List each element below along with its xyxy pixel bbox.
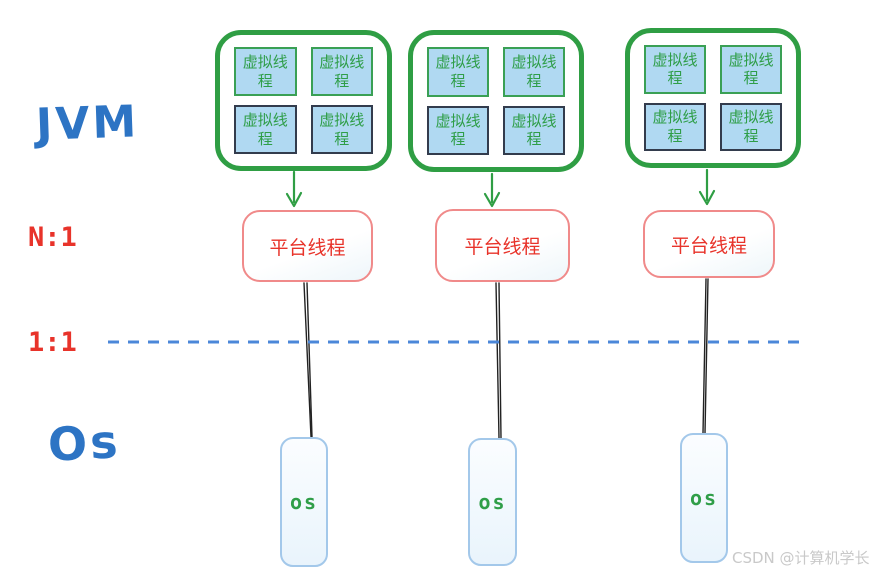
virtual-thread-label: 虚拟线程 [435, 111, 481, 149]
virtual-thread-box: 虚拟线程 [720, 102, 782, 151]
virtual-thread-box: 虚拟线程 [503, 47, 565, 97]
virtual-thread-box: 虚拟线程 [310, 47, 373, 96]
connector-line [702, 278, 709, 434]
virtual-thread-box: 虚拟线程 [234, 47, 297, 96]
platform-thread-box: 平台线程 [643, 210, 775, 278]
virtual-thread-box: 虚拟线程 [644, 102, 706, 151]
virtual-thread-box: 虚拟线程 [427, 105, 489, 155]
os-thread-box: os [680, 433, 728, 563]
virtual-thread-label: 虚拟线程 [728, 108, 774, 145]
watermark: CSDN @计算机学长 [732, 549, 870, 567]
ratio-n-to-1-label: N:1 [28, 222, 77, 253]
virtual-thread-label: 虚拟线程 [728, 50, 774, 88]
virtual-thread-box: 虚拟线程 [234, 105, 297, 154]
os-label: Os [46, 414, 122, 472]
virtual-thread-container: 虚拟线程 虚拟线程 虚拟线程 虚拟线程 [625, 28, 801, 168]
virtual-thread-box: 虚拟线程 [720, 45, 782, 94]
virtual-thread-label: 虚拟线程 [242, 52, 288, 90]
ratio-1-to-1-label: 1:1 [28, 327, 77, 358]
jvm-label: JVM [35, 96, 141, 151]
virtual-thread-label: 虚拟线程 [242, 110, 288, 148]
virtual-thread-box: 虚拟线程 [644, 45, 706, 94]
down-arrow-icon [698, 168, 716, 206]
virtual-thread-box: 虚拟线程 [427, 47, 489, 97]
virtual-thread-label: 虚拟线程 [652, 50, 698, 88]
virtual-thread-box: 虚拟线程 [310, 105, 373, 154]
down-arrow-icon [285, 170, 303, 208]
connector-line [495, 282, 502, 439]
down-arrow-icon [483, 172, 501, 208]
virtual-thread-box: 虚拟线程 [503, 105, 565, 155]
virtual-thread-label: 虚拟线程 [435, 53, 481, 90]
platform-thread-box: 平台线程 [242, 210, 373, 282]
virtual-thread-label: 虚拟线程 [319, 110, 365, 148]
virtual-thread-label: 虚拟线程 [511, 53, 557, 90]
virtual-thread-label: 虚拟线程 [319, 52, 365, 90]
virtual-thread-label: 虚拟线程 [652, 108, 698, 145]
virtual-thread-label: 虚拟线程 [511, 111, 557, 149]
os-thread-box: os [468, 438, 517, 566]
platform-thread-box: 平台线程 [435, 209, 570, 282]
connector-line [303, 282, 313, 438]
virtual-thread-container: 虚拟线程 虚拟线程 虚拟线程 虚拟线程 [408, 30, 584, 172]
os-thread-box: os [280, 437, 328, 567]
virtual-thread-container: 虚拟线程 虚拟线程 虚拟线程 虚拟线程 [215, 30, 392, 171]
